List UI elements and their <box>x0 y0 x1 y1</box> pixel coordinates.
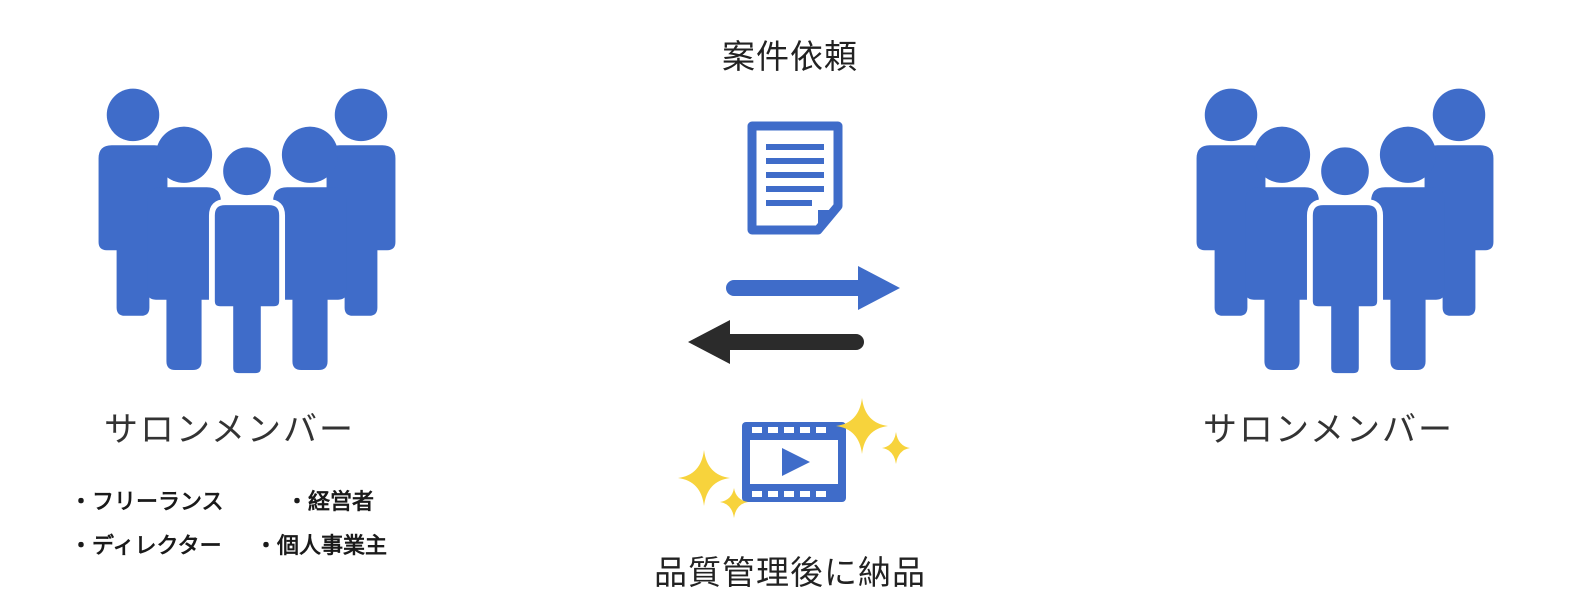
right-group-label: サロンメンバー <box>1203 410 1454 450</box>
right-people-group-icon <box>1190 86 1500 376</box>
arrow-right-icon <box>726 264 902 312</box>
member-type-director: ・ディレクター <box>70 534 222 559</box>
member-type-freelance: ・フリーランス <box>70 490 224 515</box>
video-film-icon <box>738 418 850 506</box>
left-group-label: サロンメンバー <box>104 410 355 450</box>
document-icon <box>742 118 846 236</box>
member-type-sole-proprietor: ・個人事業主 <box>255 534 388 559</box>
left-people-group-icon <box>92 86 402 376</box>
delivery-label: 品質管理後に納品 <box>654 553 926 592</box>
sparkle-icon <box>676 448 756 524</box>
request-label: 案件依頼 <box>722 37 858 76</box>
arrow-left-icon <box>686 318 866 366</box>
member-type-manager: ・経営者 <box>286 490 375 515</box>
sparkle-icon <box>832 396 916 476</box>
